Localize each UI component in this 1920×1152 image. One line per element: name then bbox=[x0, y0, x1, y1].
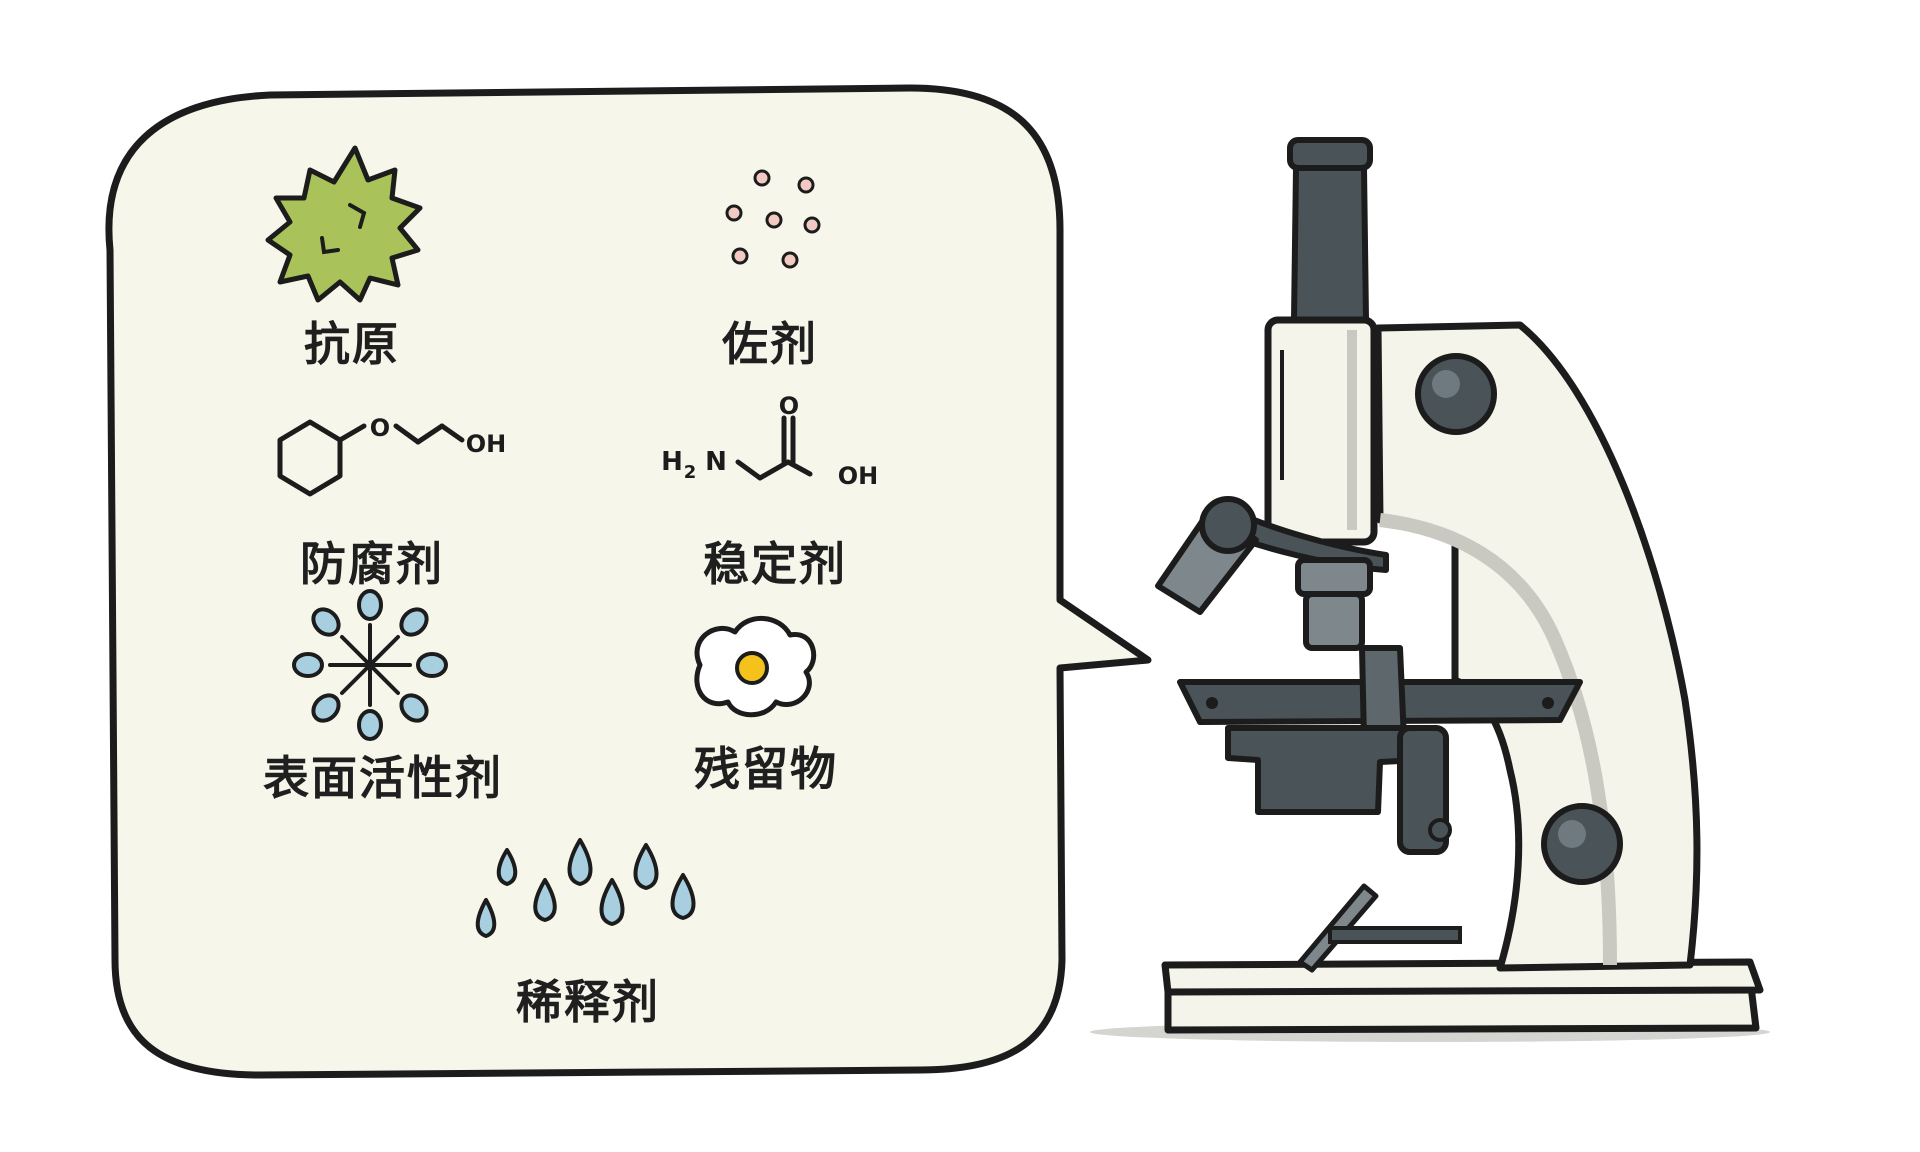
stabilizer-label: 稳定剂 bbox=[703, 537, 847, 591]
diluent-label: 稀释剂 bbox=[516, 975, 660, 1029]
condenser bbox=[1225, 725, 1423, 815]
stabilizer-o-label: O bbox=[779, 392, 799, 420]
adjuvant-dots-icon bbox=[725, 169, 821, 269]
objective-lens-center bbox=[1295, 557, 1373, 651]
stabilizer-n-label: N bbox=[705, 447, 727, 477]
microscope-illustration bbox=[1090, 137, 1770, 1042]
stabilizer-sub2-label: 2 bbox=[684, 462, 697, 483]
stabilizer-structure-icon bbox=[735, 415, 813, 481]
surfactant-label: 表面活性剂 bbox=[263, 751, 503, 805]
preservative-oh-label: OH bbox=[466, 430, 507, 458]
antigen-label: 抗原 bbox=[304, 317, 400, 371]
diluent-drops-icon bbox=[475, 838, 696, 938]
eyepiece bbox=[1287, 137, 1373, 171]
preservative-structure-icon bbox=[277, 419, 465, 497]
antigen-icon bbox=[265, 145, 423, 303]
residue-label: 残留物 bbox=[694, 742, 838, 796]
preservative-o-label: O bbox=[370, 414, 390, 442]
preservative-label: 防腐剂 bbox=[300, 537, 444, 591]
speech-bubble bbox=[105, 84, 1152, 1079]
stabilizer-oh-label: OH bbox=[838, 462, 879, 490]
coarse-focus-knob bbox=[1415, 353, 1497, 435]
objective-lens-left bbox=[1155, 496, 1259, 615]
residue-egg-icon bbox=[694, 615, 817, 718]
stabilizer-h-label: H bbox=[661, 447, 683, 477]
surfactant-micelle-icon bbox=[292, 589, 448, 741]
adjuvant-label: 佐剂 bbox=[722, 317, 818, 371]
fine-focus-knob bbox=[1541, 803, 1623, 885]
